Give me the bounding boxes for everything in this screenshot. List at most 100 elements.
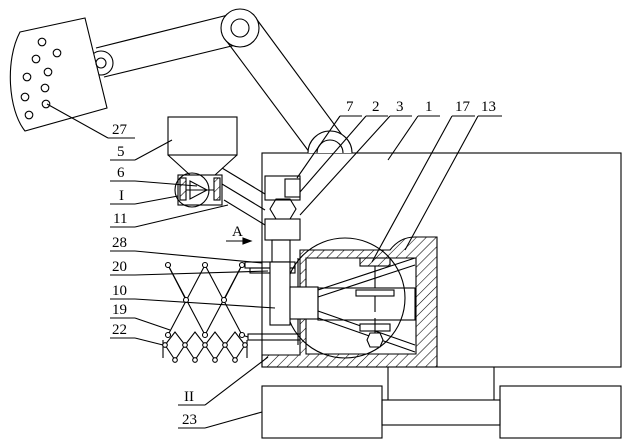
lattice-bar <box>223 264 243 301</box>
left-base-block <box>261 385 383 439</box>
callout-label: 27 <box>112 122 128 138</box>
bucket-hole <box>43 67 53 77</box>
elbow-pivot-inner <box>230 18 250 38</box>
bucket-hole <box>24 110 34 120</box>
bucket-hole <box>20 92 30 102</box>
cutting-mechanism <box>269 257 416 353</box>
valve-flap <box>189 180 209 200</box>
upper-link-edge <box>95 12 237 49</box>
spring-element <box>359 257 391 267</box>
lower-arm-edge <box>317 317 416 353</box>
net-knot <box>232 357 238 363</box>
upper-coupling <box>264 175 301 201</box>
hopper-funnel-left <box>167 154 191 176</box>
net-knot <box>192 357 198 363</box>
hopper-body <box>167 116 238 156</box>
lattice-hinge <box>238 261 246 269</box>
callout-label: 7 <box>346 99 354 115</box>
bucket-hole <box>31 54 41 64</box>
leader-line <box>387 115 419 161</box>
callout-label: 19 <box>112 302 127 318</box>
lower-coupling <box>264 218 301 241</box>
lattice-hinge <box>238 331 246 339</box>
bucket-holes <box>20 37 62 120</box>
bucket-pivot-inner <box>95 57 107 69</box>
base-connector <box>381 399 501 426</box>
lower-link-edge <box>224 38 311 154</box>
lattice-bar <box>167 264 187 301</box>
feed-hopper <box>167 116 238 176</box>
callout-label: II <box>184 389 194 405</box>
callout-label: 11 <box>113 211 127 227</box>
chute-wall <box>221 183 266 211</box>
net-knot <box>242 342 248 348</box>
lattice-hinge <box>201 331 209 339</box>
leader-line <box>134 298 276 309</box>
net-knot <box>162 342 168 348</box>
lattice-hinge <box>164 331 172 339</box>
lattice-hinge <box>164 261 172 269</box>
leader-line <box>46 103 109 139</box>
leader-line <box>134 317 171 331</box>
perforated-bucket <box>9 17 108 132</box>
callout-label: 22 <box>112 322 127 338</box>
callout-label: 28 <box>112 235 127 251</box>
callout-label: 23 <box>182 412 197 428</box>
bucket-hole <box>52 48 62 58</box>
drive-column <box>264 175 301 263</box>
clamp-nut <box>366 332 384 348</box>
net-knot <box>202 342 208 348</box>
leader-line <box>134 337 164 346</box>
lattice-hinge <box>220 296 228 304</box>
callout-label: 20 <box>112 259 127 275</box>
shoulder-pivot-outer <box>307 130 353 154</box>
callout-label: 6 <box>117 165 125 181</box>
callout-label: 1 <box>425 99 433 115</box>
leader-line <box>134 270 269 276</box>
chute-wall <box>221 167 266 195</box>
hex-nut <box>269 198 297 220</box>
upper-link-edge <box>103 42 245 78</box>
drive-shaft <box>271 239 291 263</box>
blade-housing <box>317 287 416 321</box>
bucket-hole <box>37 37 47 47</box>
leader-line <box>299 115 391 216</box>
mounting-plate <box>269 261 291 326</box>
leader-line <box>134 204 229 228</box>
bucket-hole <box>22 72 32 82</box>
upper-arm-edge <box>317 257 416 291</box>
metering-valve <box>177 174 223 206</box>
bucket-hole <box>40 83 50 93</box>
detail-circle-I <box>174 172 210 208</box>
leader-line <box>371 115 453 263</box>
scissor-lattice <box>164 261 249 339</box>
leader-line <box>404 115 479 251</box>
top-callouts: 7 2 3 1 17 13 <box>296 99 502 263</box>
upper-coupling-insert <box>284 178 301 198</box>
callout-label: 5 <box>117 144 125 160</box>
upper-arm-edge <box>317 264 416 298</box>
lower-link-edge <box>254 16 346 140</box>
leader-line <box>134 250 263 264</box>
net-knot <box>222 342 228 348</box>
callout-label: 2 <box>372 99 380 115</box>
view-arrow-A: A <box>226 224 253 245</box>
callout-label: I <box>119 188 124 204</box>
feed-chute <box>221 167 266 226</box>
chute-wall <box>223 199 266 226</box>
leader-line <box>134 180 198 187</box>
leader-line <box>296 115 341 179</box>
view-arrow-head <box>242 237 253 245</box>
net-knot <box>212 357 218 363</box>
motor-block <box>289 286 319 320</box>
callout-label: 13 <box>481 99 496 115</box>
base <box>261 367 622 439</box>
t-bracket <box>355 289 395 297</box>
valve-seat-left <box>179 177 187 201</box>
leader-line <box>134 195 179 205</box>
net-knot <box>172 357 178 363</box>
net-knot <box>182 342 188 348</box>
bottom-callouts: II 23 <box>178 356 269 429</box>
